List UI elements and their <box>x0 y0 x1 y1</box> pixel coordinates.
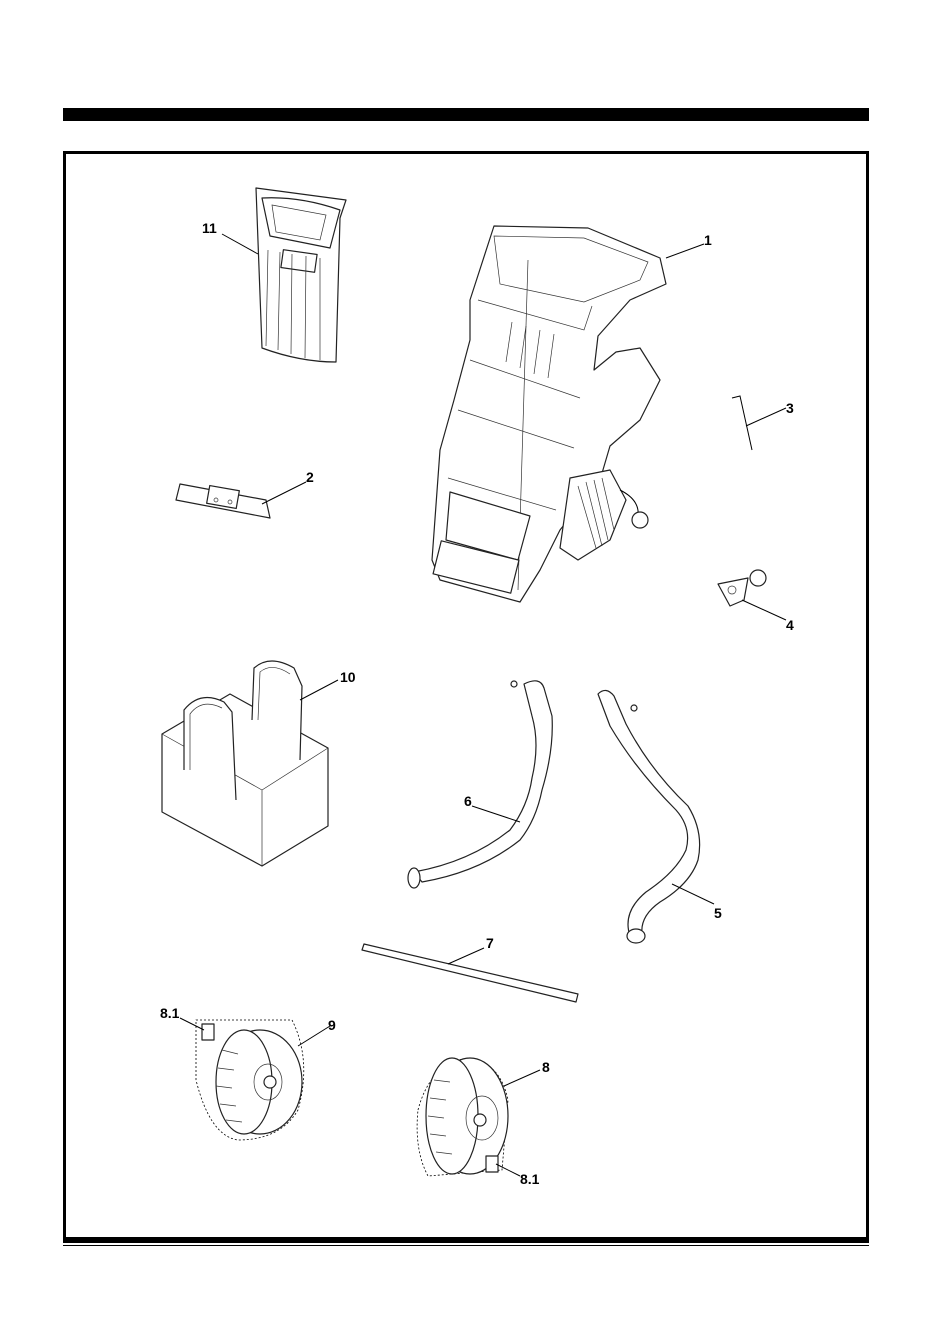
leader-1 <box>666 244 704 258</box>
callout-10: 10 <box>340 669 356 685</box>
leader-2 <box>262 482 306 504</box>
leader-9 <box>298 1026 330 1046</box>
part-1-shredder-body <box>432 226 666 602</box>
part-2-blade <box>176 484 270 518</box>
leader-10 <box>300 680 338 700</box>
leader-4 <box>742 600 786 620</box>
part-8-wheel-right <box>417 1058 508 1176</box>
callout-2: 2 <box>306 469 314 485</box>
callout-11: 11 <box>202 220 217 236</box>
callout-9: 9 <box>328 1017 336 1033</box>
leader-8-1-right <box>496 1164 520 1176</box>
callout-4: 4 <box>786 617 794 633</box>
part-3-hex-key <box>732 396 752 450</box>
part-9-wheel-left <box>196 1020 304 1140</box>
part-10-collection-bag <box>162 661 328 866</box>
callout-8-1-right: 8.1 <box>520 1171 540 1187</box>
callout-1: 1 <box>704 232 712 248</box>
leader-6 <box>472 806 520 822</box>
part-4-safety-key <box>718 570 766 606</box>
leader-11 <box>222 234 258 254</box>
callout-3: 3 <box>786 400 794 416</box>
leader-3 <box>746 408 786 426</box>
leader-8 <box>504 1070 540 1086</box>
callout-8-1-left: 8.1 <box>160 1005 180 1021</box>
part-5-frame-tube-right <box>598 690 700 943</box>
part-7-axle <box>362 944 578 1002</box>
callout-7: 7 <box>486 935 494 951</box>
callout-5: 5 <box>714 905 722 921</box>
leader-5 <box>672 884 714 904</box>
leader-7 <box>448 948 484 964</box>
callout-8: 8 <box>542 1059 550 1075</box>
part-11-cover <box>256 188 346 362</box>
part-6-frame-tube-left <box>408 681 552 888</box>
callout-6: 6 <box>464 793 472 809</box>
